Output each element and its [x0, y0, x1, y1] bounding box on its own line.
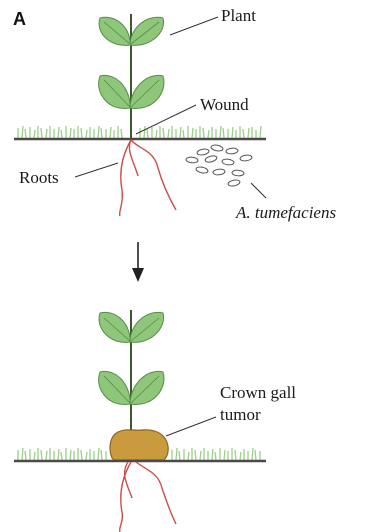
- wound-leader-line: [136, 105, 196, 134]
- bottom-plant: Crown gall tumor: [14, 310, 296, 532]
- panel-label: A: [13, 9, 26, 29]
- down-arrow: [132, 242, 144, 282]
- roots-leader-line: [75, 163, 118, 177]
- plant-label: Plant: [221, 6, 256, 25]
- roots-label: Roots: [19, 168, 59, 187]
- tumor-label-line2: tumor: [220, 405, 261, 424]
- top-plant: Plant Wound Roots A. tumefaciens: [14, 6, 336, 222]
- wound-label: Wound: [200, 95, 249, 114]
- tumor-label-line1: Crown gall: [220, 383, 296, 402]
- bottom-roots: [120, 462, 176, 532]
- bacteria-cluster: [186, 144, 253, 187]
- crown-gall-tumor: [110, 430, 168, 460]
- plant-leader-line: [170, 17, 218, 35]
- bacteria-leader-line: [251, 183, 266, 198]
- bacteria-label: A. tumefaciens: [235, 203, 336, 222]
- tumor-leader-line: [166, 417, 216, 436]
- top-roots: [120, 140, 176, 216]
